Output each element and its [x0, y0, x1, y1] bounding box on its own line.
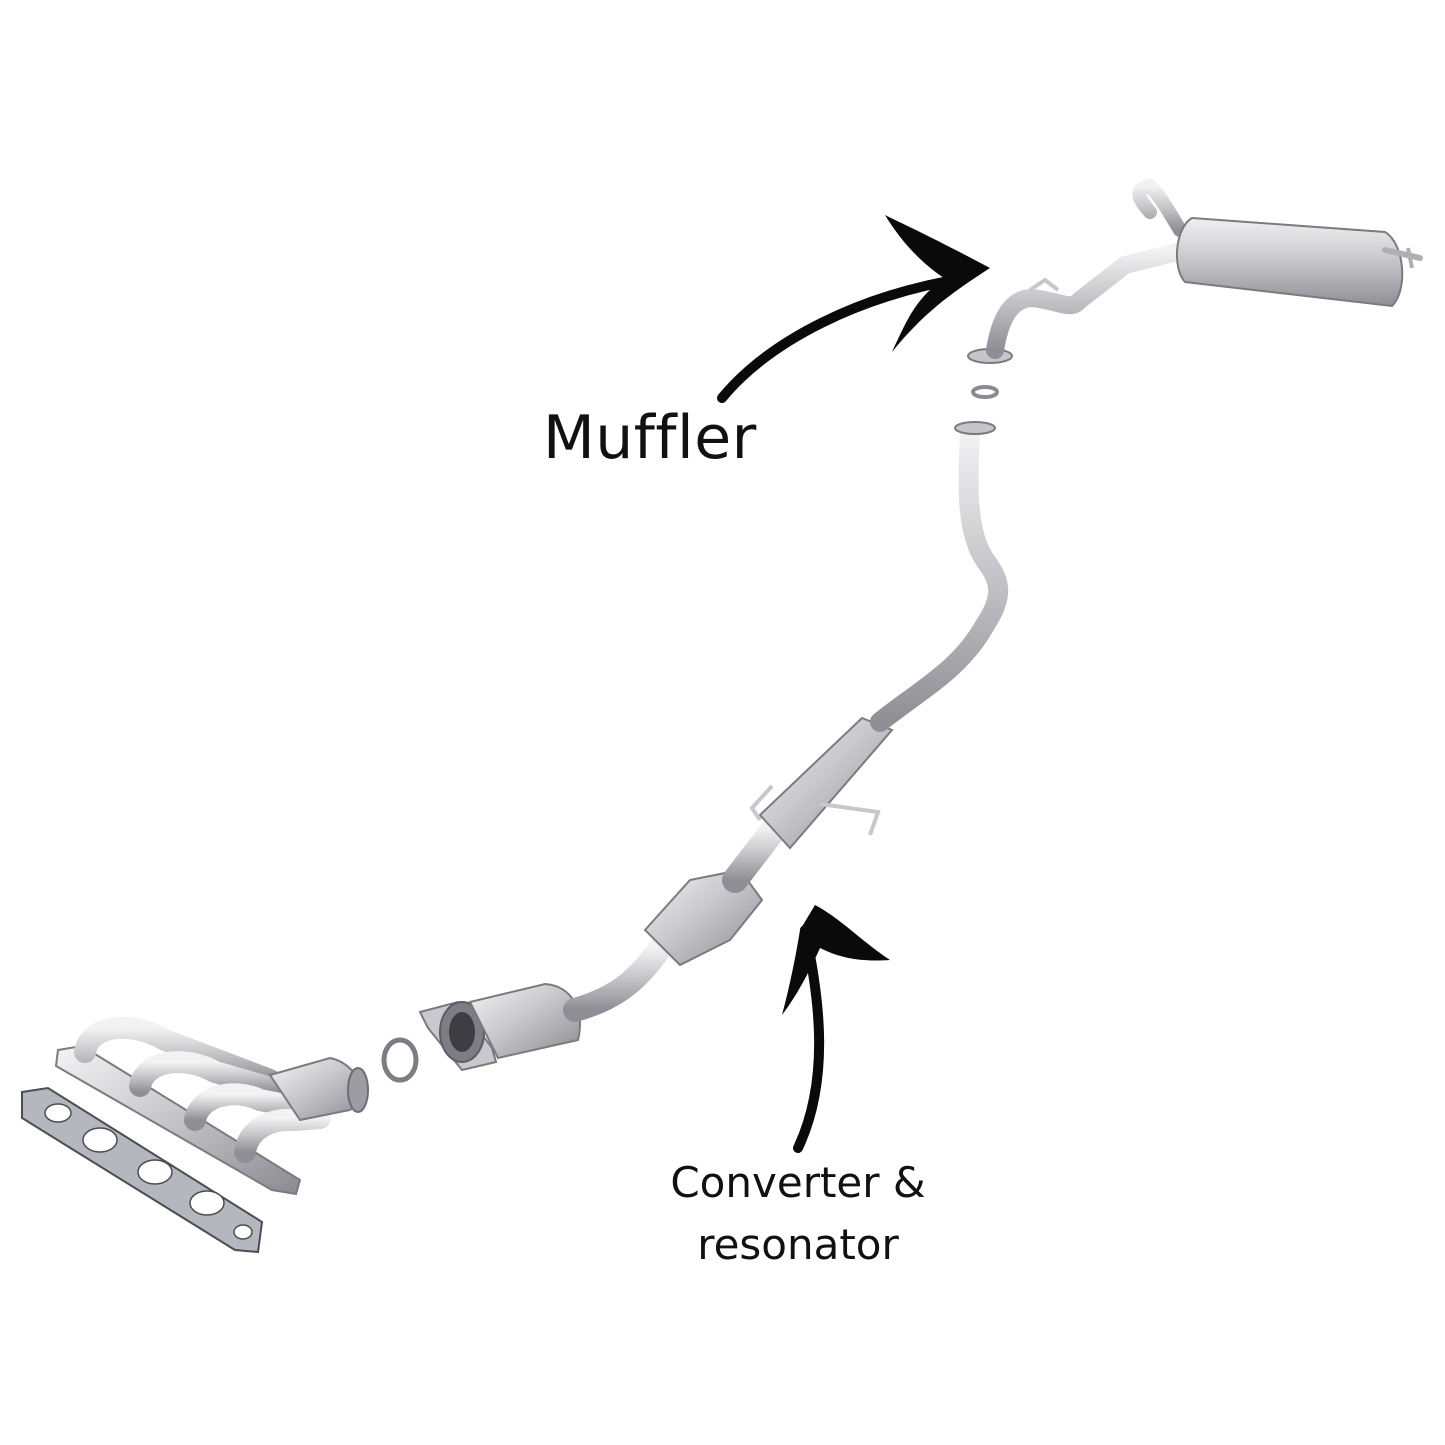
front-converter	[418, 982, 581, 1072]
muffler	[1132, 178, 1423, 308]
converter-pipe	[563, 936, 672, 1022]
converter-label-line-2: resonator	[697, 1220, 899, 1269]
converter-arrow	[782, 905, 890, 1153]
rear-pipe	[986, 241, 1194, 359]
muffler-label: Muffler	[543, 403, 757, 473]
exhaust-manifold	[54, 1016, 369, 1196]
mid-flanges	[954, 348, 1013, 435]
ring-gasket	[381, 1037, 419, 1083]
resonator	[749, 716, 894, 850]
catalytic-converter	[643, 815, 788, 967]
muffler-arrow	[717, 215, 990, 403]
mid-pipe	[870, 422, 1009, 732]
converter-resonator-label: Converter & resonator	[648, 1152, 948, 1276]
manifold-gasket	[21, 1086, 264, 1254]
converter-label-line-1: Converter &	[670, 1158, 926, 1207]
